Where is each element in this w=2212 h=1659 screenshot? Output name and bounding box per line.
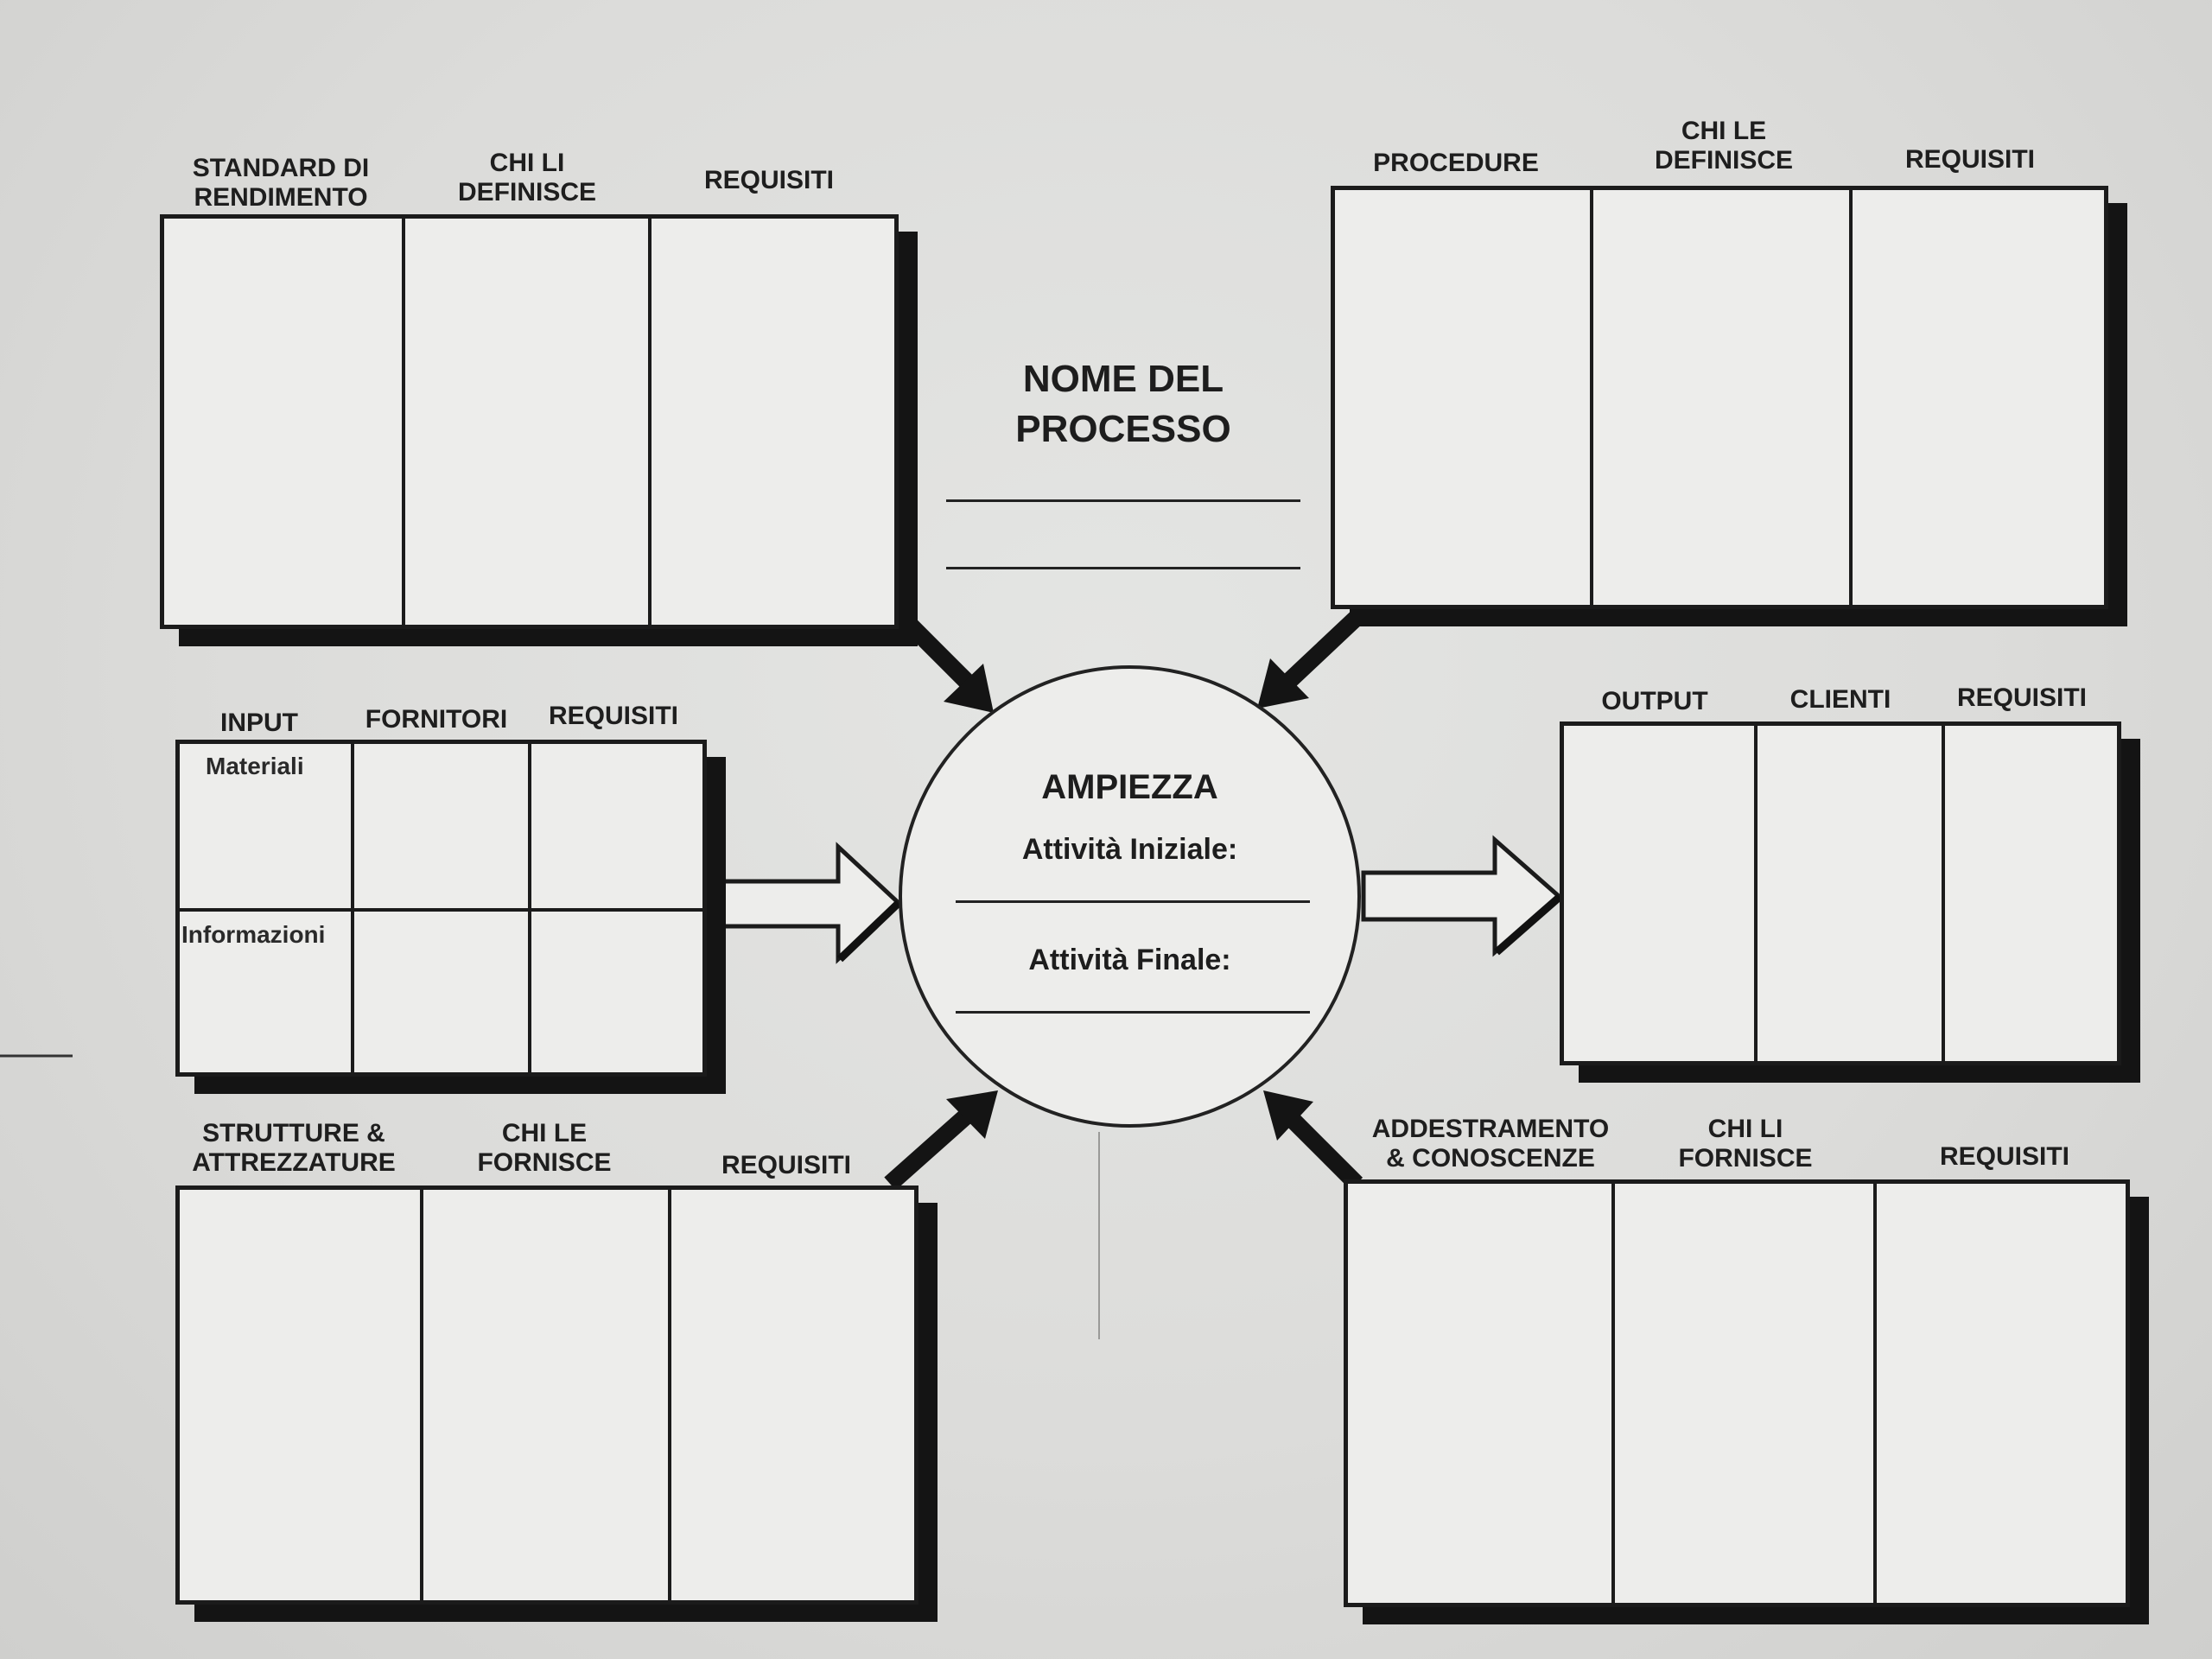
panel-training: [1344, 1179, 2130, 1607]
scope-heading: AMPIEZZA: [1041, 768, 1218, 806]
column-divider: [402, 219, 405, 625]
arrow-bottom-left: [884, 1090, 998, 1191]
arrow-scope-to-output: [1361, 835, 1563, 957]
column-header-input: INPUT: [220, 709, 298, 737]
column-divider: [648, 219, 652, 625]
scope-circle: AMPIEZZA Attività Iniziale: Attività Fin…: [899, 665, 1361, 1128]
column-header-requirements: REQUISITI: [1904, 145, 2035, 174]
row-label-materials: Materiali: [206, 753, 304, 779]
panel-performance-standards: [160, 214, 899, 629]
start-activity-line[interactable]: [956, 900, 1310, 903]
column-header-requirements: REQUISITI: [721, 1151, 851, 1179]
end-activity-label: Attività Finale:: [1028, 944, 1231, 976]
column-header-requirements: REQUISITI: [703, 166, 834, 194]
panel-facilities: [175, 1185, 918, 1605]
column-divider: [1611, 1184, 1615, 1603]
row-divider: [180, 908, 702, 912]
panel-procedures: [1331, 186, 2108, 609]
column-header-facilities: STRUTTURE &ATTREZZATURE: [192, 1119, 396, 1177]
column-header-requirements: REQUISITI: [548, 702, 678, 730]
row-label-information: Informazioni: [181, 921, 326, 948]
column-divider: [420, 1190, 423, 1600]
arrow-top-right: [1257, 607, 1367, 709]
panel-inputs: Materiali Informazioni: [175, 740, 707, 1077]
column-header-customers: CLIENTI: [1789, 685, 1891, 714]
arrow-bottom-right: [1263, 1090, 1363, 1191]
column-header-requirements: REQUISITI: [1939, 1142, 2069, 1171]
column-header-procedures: PROCEDURE: [1373, 149, 1539, 177]
column-divider: [668, 1190, 671, 1600]
column-divider: [1754, 726, 1758, 1061]
arrow-input-to-scope: [708, 842, 902, 964]
column-divider: [1873, 1184, 1877, 1603]
process-name-line-1[interactable]: [946, 499, 1300, 502]
column-header-output: OUTPUT: [1601, 687, 1708, 715]
process-name-line-2[interactable]: [946, 567, 1300, 569]
column-divider: [1849, 190, 1853, 605]
column-header-suppliers: FORNITORI: [365, 705, 508, 734]
panel-outputs: [1560, 721, 2121, 1065]
arrow-top-left: [896, 611, 994, 713]
column-divider: [1590, 190, 1593, 605]
column-divider: [1942, 726, 1945, 1061]
column-header-training: ADDESTRAMENTO& CONOSCENZE: [1371, 1115, 1610, 1173]
end-activity-line[interactable]: [956, 1011, 1310, 1014]
column-header-requirements: REQUISITI: [1956, 683, 2087, 712]
start-activity-label: Attività Iniziale:: [1021, 833, 1238, 866]
